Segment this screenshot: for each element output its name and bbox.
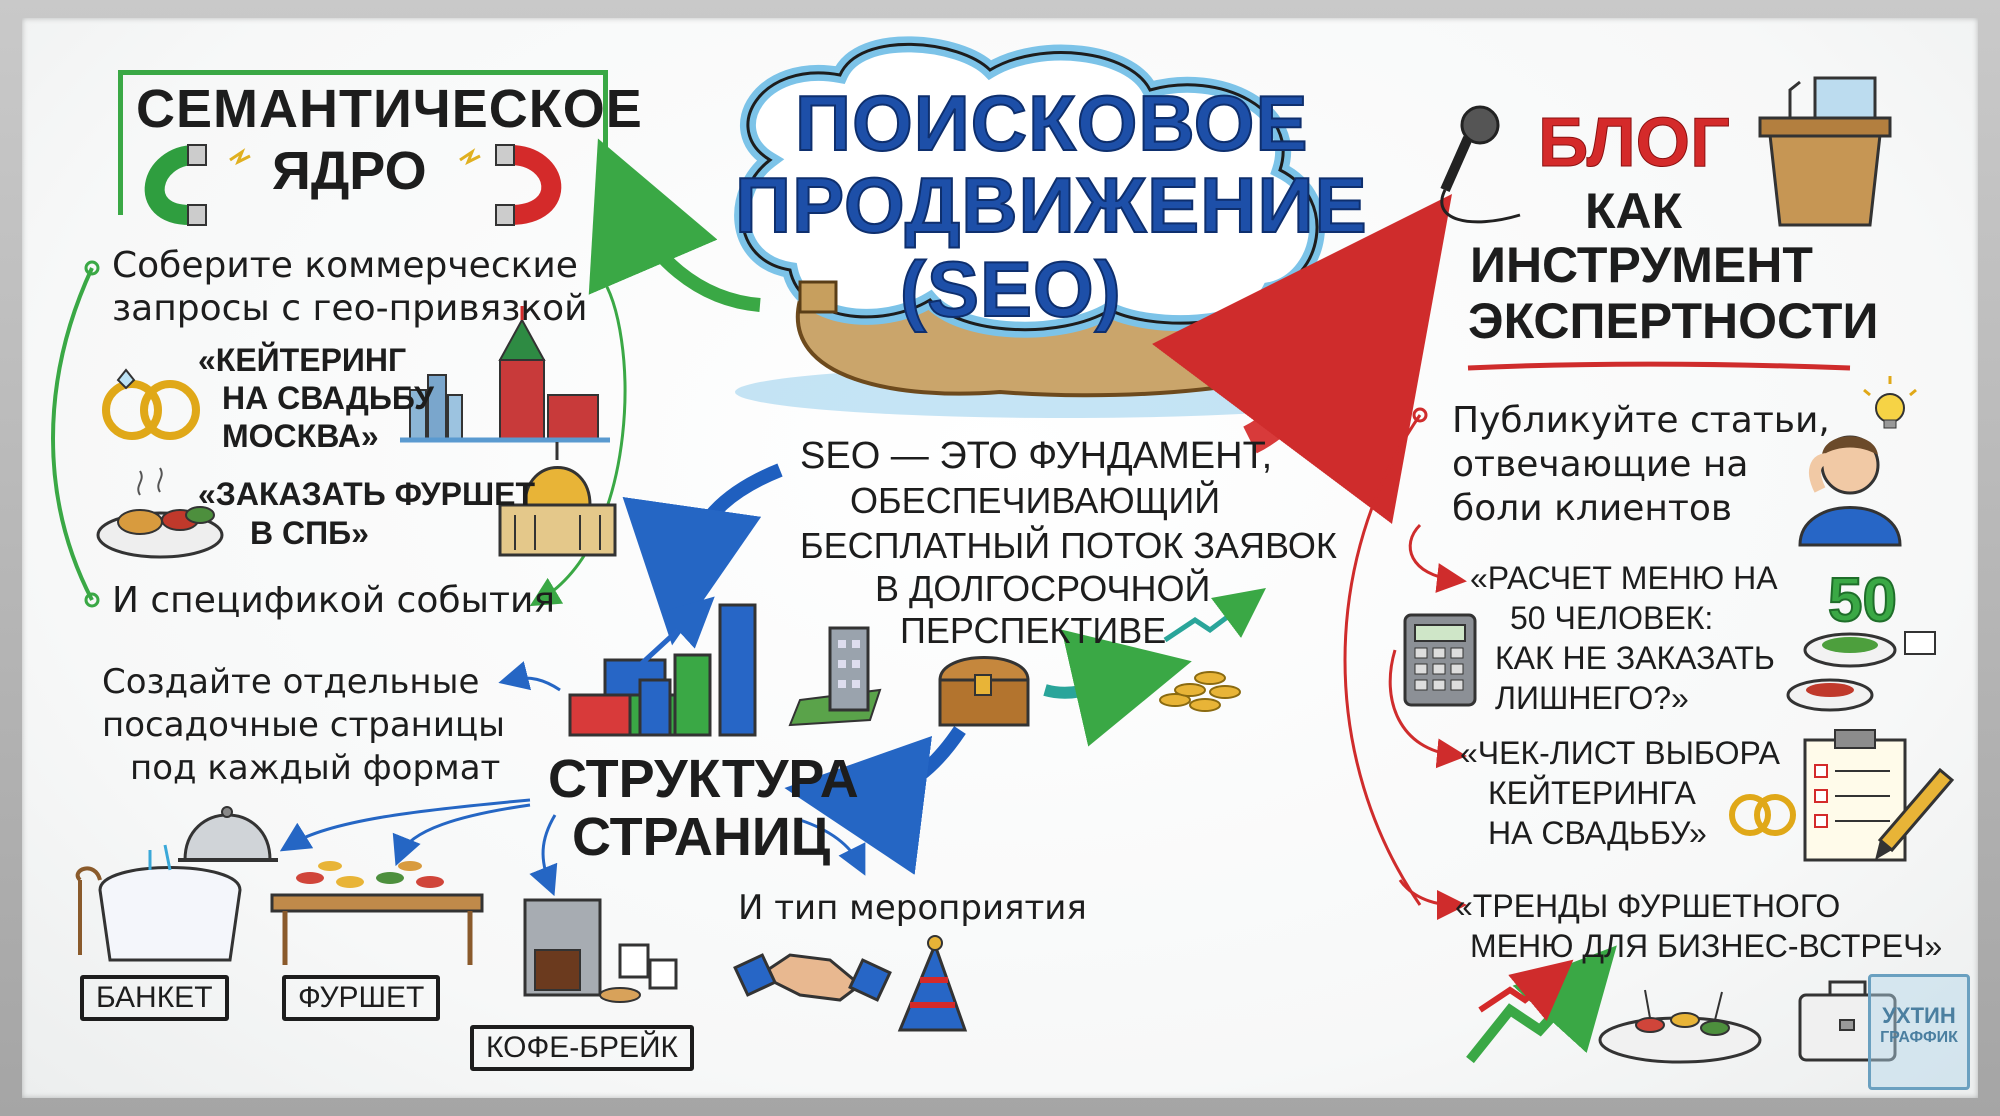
arrow-to-blog xyxy=(1152,193,1452,524)
semantic-item-2: И спецификой события xyxy=(112,580,556,621)
article-1-line-3: КАК НЕ ЗАКАЗАТЬ xyxy=(1495,640,1775,676)
query-1-line-3: МОСКВА» xyxy=(222,418,379,454)
canape-platter-icon xyxy=(1598,989,1762,1064)
center-line-5: ПЕРСПЕКТИВЕ xyxy=(900,610,1167,651)
center-line-2: ОБЕСПЕЧИВАЮЩИЙ xyxy=(850,480,1221,521)
center-line-1: SEO — ЭТО ФУНДАМЕНТ, xyxy=(800,435,1273,477)
query-1-line-1: «КЕЙТЕРИНГ xyxy=(198,342,407,378)
arrow-chest-to-coins xyxy=(1043,629,1192,747)
event-type: И тип мероприятия xyxy=(738,888,1087,928)
title-line-1: ПОИСКОВОЕ xyxy=(794,78,1309,168)
handshake-icon xyxy=(733,953,892,1002)
title-line-2: ПРОДВИЖЕНИЕ xyxy=(734,160,1368,250)
blog-heading-1: БЛОГ xyxy=(1538,103,1731,182)
briefcase-icon xyxy=(1798,980,1897,1062)
blog-item-1-line-1: Публикуйте статьи, xyxy=(1452,400,1830,441)
format-coffee-break: КОФЕ-БРЕЙК xyxy=(470,1025,695,1071)
badge-50: 50 xyxy=(1827,565,1898,636)
article-2-line-2: КЕЙТЕРИНГА xyxy=(1488,775,1696,811)
center-line-3: БЕСПЛАТНЫЙ ПОТОК ЗАЯВОК xyxy=(800,525,1337,566)
query-1-line-2: НА СВАДЬБУ xyxy=(222,380,434,416)
article-2-line-1: «ЧЕК-ЛИСТ ВЫБОРА xyxy=(1460,735,1780,771)
worried-person-icon xyxy=(1798,435,1902,547)
party-hat-icon xyxy=(897,935,968,1032)
salad-plate-icon xyxy=(1786,631,1936,712)
blog-item-1-line-2: отвечающие на xyxy=(1452,444,1749,485)
semantic-item-1-line-2: запросы с гео-привязкой xyxy=(112,288,588,329)
right-bracket-line xyxy=(529,274,627,607)
rings-icon xyxy=(102,368,200,440)
blog-heading-3: ИНСТРУМЕНТ xyxy=(1470,237,1813,293)
growth-arrows-icon xyxy=(1466,945,1617,1064)
podium-laptop-icon xyxy=(1758,76,1892,227)
semantic-core-heading-2: ЯДРО xyxy=(272,141,427,201)
coins-icon xyxy=(1159,588,1266,712)
landing-line-1: Создайте отдельные xyxy=(102,662,480,702)
center-line-4: В ДОЛГОСРОЧНОЙ xyxy=(875,568,1211,609)
landing-line-3: под каждый формат xyxy=(130,748,501,788)
semantic-core-box xyxy=(118,70,608,215)
watermark-logo: УХТИН ГРАФФИК xyxy=(1868,974,1970,1090)
query-2-line-1: «ЗАКАЗАТЬ ФУРШЕТ xyxy=(198,476,535,512)
title-line-3: (SEO) xyxy=(899,244,1122,334)
format-banquet: БАНКЕТ xyxy=(80,975,229,1021)
arrow-to-landing xyxy=(622,463,783,646)
blog-item-1-line-3: боли клиентов xyxy=(1452,488,1733,529)
coffee-machine-icon xyxy=(523,898,678,1003)
banquet-table-icon xyxy=(75,844,242,962)
cathedral-icon xyxy=(498,442,617,557)
blog-heading-underline xyxy=(1467,361,1851,371)
magnet-icon xyxy=(144,144,562,226)
treasure-chest-icon xyxy=(938,656,1030,727)
microphone-icon xyxy=(1440,105,1521,224)
article-1-line-4: ЛИШНЕГО?» xyxy=(1495,680,1689,716)
bar-chart-icon xyxy=(638,596,757,737)
article-2-line-3: НА СВАДЬБУ» xyxy=(1488,815,1707,851)
blog-bracket-line xyxy=(1343,414,1422,906)
semantic-item-1-line-1: Соберите коммерческие xyxy=(112,245,578,286)
left-bracket-line xyxy=(51,267,94,601)
blog-heading-2: КАК xyxy=(1585,183,1683,239)
article-1-line-2: 50 ЧЕЛОВЕК: xyxy=(1510,600,1714,636)
landing-line-2: посадочные страницы xyxy=(102,705,505,745)
blog-heading-4: ЭКСПЕРТНОСТИ xyxy=(1468,293,1879,349)
article-3-line-1: «ТРЕНДЫ ФУРШЕТНОГО xyxy=(1455,888,1841,924)
calculator-icon xyxy=(1403,613,1477,707)
structure-heading-2: СТРАНИЦ xyxy=(572,807,831,867)
arrow-to-structure xyxy=(784,726,966,875)
article-3-line-2: МЕНЮ ДЛЯ БИЗНЕС-ВСТРЕЧ» xyxy=(1470,928,1943,964)
pencil-icon xyxy=(1875,767,1955,860)
food-plate-icon xyxy=(96,467,224,559)
structure-heading-1: СТРУКТУРА xyxy=(548,749,859,809)
rings-icon xyxy=(1729,794,1796,836)
building-icon xyxy=(788,626,882,727)
format-buffet: ФУРШЕТ xyxy=(282,975,441,1021)
arrow-to-semantic-core xyxy=(588,138,761,312)
cloche-icon xyxy=(178,806,278,862)
article-1-line-1: «РАСЧЕТ МЕНЮ НА xyxy=(1470,560,1778,596)
query-2-line-2: В СПБ» xyxy=(250,515,369,551)
semantic-core-heading-1: СЕМАНТИЧЕСКОЕ xyxy=(136,79,643,139)
buffet-table-icon xyxy=(270,861,484,965)
lightbulb-icon xyxy=(1863,376,1917,429)
kremlin-skyline-icon xyxy=(400,306,610,443)
